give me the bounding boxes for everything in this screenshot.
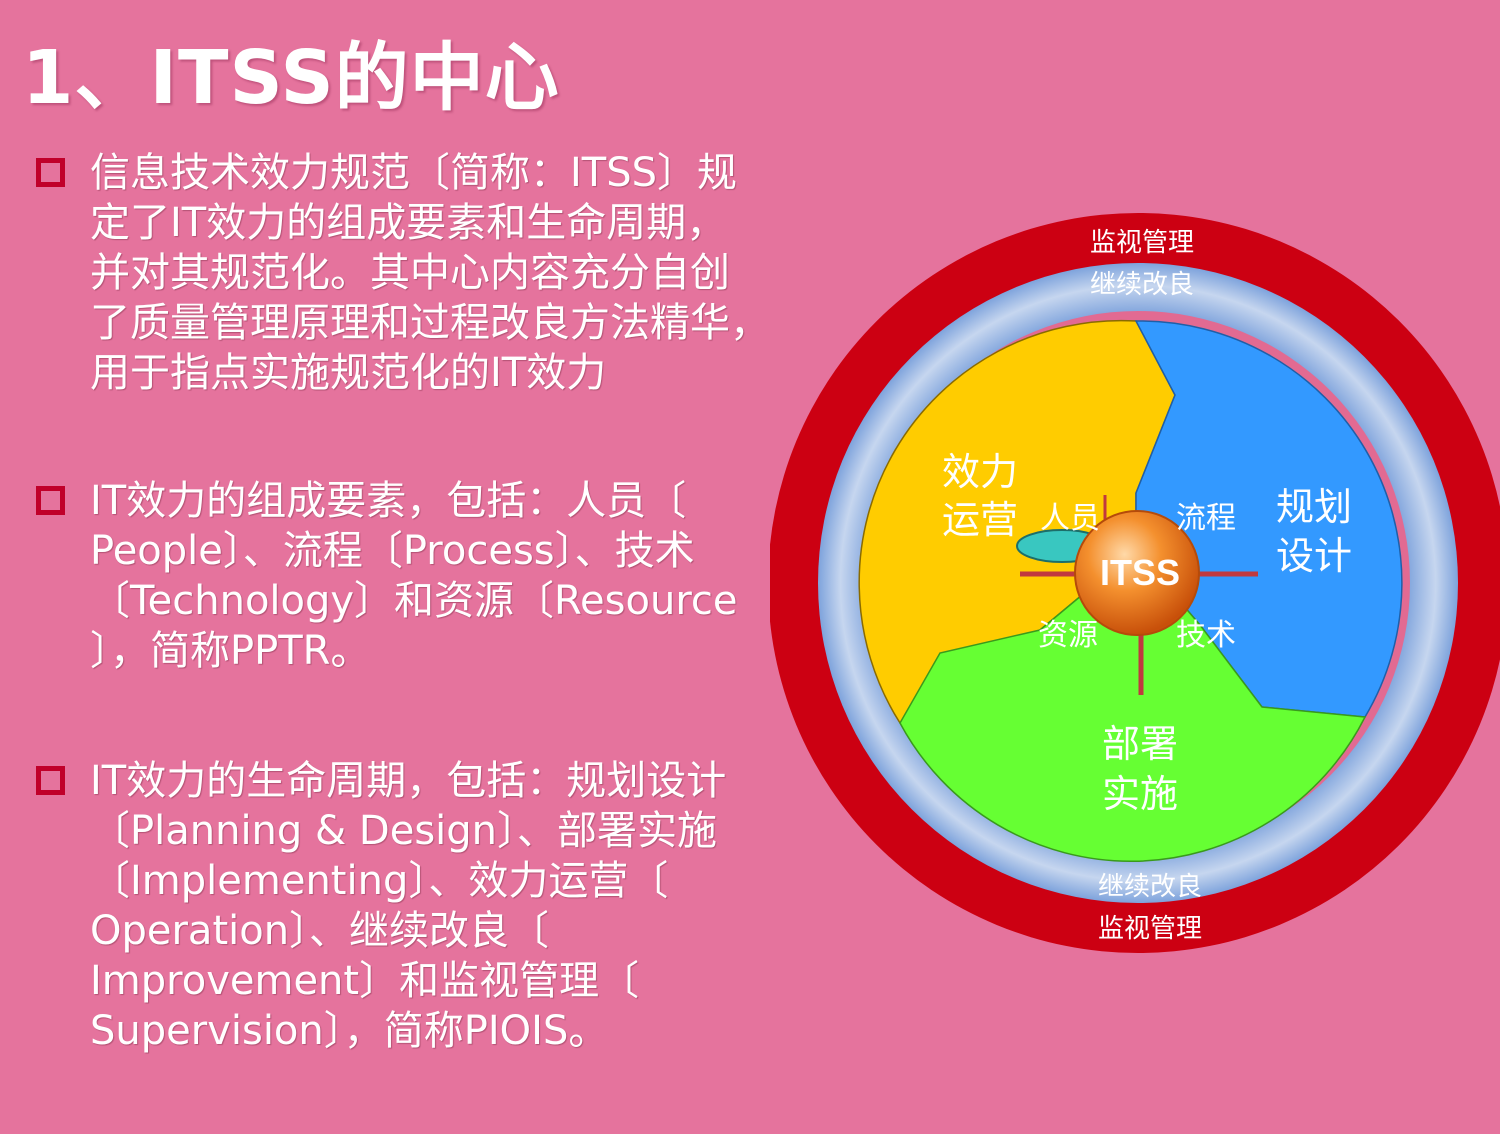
- phase-deploy-label-2: 实施: [1102, 772, 1178, 816]
- phase-plan-label-2: 设计: [1276, 534, 1352, 578]
- phase-plan-segment: [1134, 320, 1403, 718]
- top-outer-label: 监视管理: [1090, 228, 1194, 258]
- phase-operate-label-1: 效力: [942, 450, 1018, 494]
- square-bullet-icon: [36, 158, 65, 187]
- phase-operate-segment: [858, 319, 1176, 725]
- bullet-text: IT效力的生命周期，包括：规划设计 〔Planning & Design〕、部署…: [90, 758, 727, 1054]
- bottom-outer-label: 监视管理: [1098, 914, 1202, 944]
- itss-hub-label: ITSS: [1100, 552, 1180, 593]
- phase-operate-label-2: 运营: [942, 498, 1018, 542]
- bottom-inner-label: 继续改良: [1098, 872, 1202, 902]
- phase-deploy-label-1: 部署: [1102, 722, 1178, 766]
- page-title: 1、ITSS的中心: [22, 35, 560, 121]
- element-technology-label: 技术: [1176, 618, 1236, 653]
- itss-hub: [1074, 510, 1200, 636]
- phase-plan-label-1: 规划: [1276, 485, 1352, 529]
- bullet-item-piois: IT效力的生命周期，包括：规划设计 〔Planning & Design〕、部署…: [36, 756, 806, 1056]
- square-bullet-icon: [36, 766, 65, 795]
- element-people-label: 人员: [1040, 501, 1100, 536]
- phase-deploy-segment: [899, 548, 1367, 862]
- element-resource-label: 资源: [1038, 618, 1098, 653]
- bullet-item-pptr: IT效力的组成要素，包括：人员〔 People〕、流程〔Process〕、技术 …: [36, 476, 806, 676]
- itss-lifecycle-diagram: ITSS 监视管理 继续改良 继续改良 监视管理 效力 运营 规划 设计 部署 …: [770, 213, 1500, 953]
- square-bullet-icon: [36, 486, 65, 515]
- bullet-text: 信息技术效力规范〔简称：ITSS〕规 定了IT效力的组成要素和生命周期， 并对其…: [90, 150, 770, 396]
- bullet-list: 信息技术效力规范〔简称：ITSS〕规 定了IT效力的组成要素和生命周期， 并对其…: [36, 148, 806, 1134]
- bullet-item-itss-definition: 信息技术效力规范〔简称：ITSS〕规 定了IT效力的组成要素和生命周期， 并对其…: [36, 148, 806, 398]
- bullet-text: IT效力的组成要素，包括：人员〔 People〕、流程〔Process〕、技术 …: [90, 478, 738, 674]
- top-inner-label: 继续改良: [1090, 270, 1194, 300]
- element-process-label: 流程: [1176, 501, 1236, 536]
